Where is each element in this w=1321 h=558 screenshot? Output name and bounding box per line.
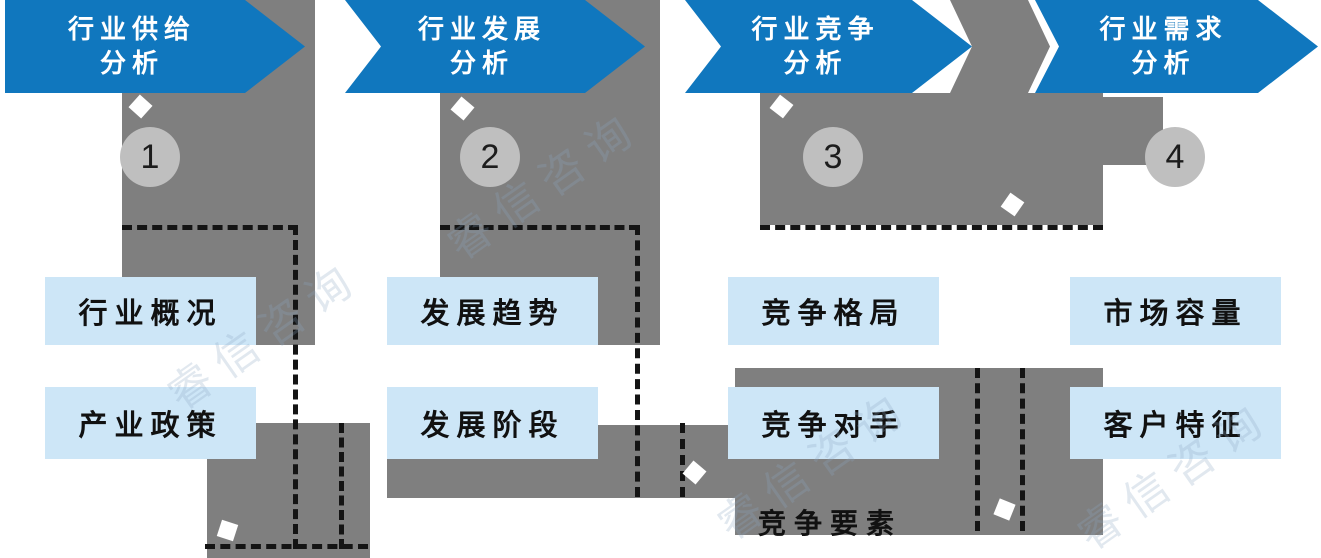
chevron-step-1: 行业供给 分析 <box>5 0 305 93</box>
chevron-label-4: 行业需求 分析 <box>1079 13 1273 81</box>
dashed-line-h-col3 <box>760 225 1103 230</box>
chevron-label-line: 分析 <box>783 48 848 79</box>
chevron-step-3: 行业竞争 分析 <box>685 0 972 93</box>
dashed-line-v6 <box>1020 368 1025 531</box>
box-development-stage: 发展阶段 <box>387 387 598 459</box>
step-number-text: 2 <box>480 137 500 176</box>
chevron-label-1: 行业供给 分析 <box>68 13 242 81</box>
chevron-label-line: 行业竞争 <box>751 14 880 45</box>
dashed-line-h-col2 <box>440 225 639 230</box>
dashed-line-v2 <box>339 423 344 549</box>
dashed-line-v5 <box>975 368 980 531</box>
chevron-label-3: 行业竞争 分析 <box>731 13 925 81</box>
dashed-line-v3 <box>635 225 640 497</box>
step-number-3: 3 <box>803 127 863 187</box>
dashed-line-h-col1 <box>122 225 298 230</box>
chevron-label-line: 行业供给 <box>67 14 196 45</box>
box-customer-traits: 客户特征 <box>1070 387 1281 459</box>
step-number-text: 4 <box>1165 137 1185 176</box>
label-competition-factors: 竞争要素 <box>757 507 902 540</box>
dashed-line-v1 <box>293 225 298 549</box>
chevron-label-line: 行业发展 <box>417 14 546 45</box>
chevron-step-4: 行业需求 分析 <box>1035 0 1318 93</box>
chevron-label-line: 行业需求 <box>1099 14 1228 45</box>
step-number-4: 4 <box>1145 127 1205 187</box>
dashed-line-v4 <box>680 423 685 497</box>
box-competition-landscape: 竞争格局 <box>728 277 939 345</box>
step-number-1: 1 <box>120 127 180 187</box>
step-number-text: 3 <box>823 137 843 176</box>
chevron-label-line: 分析 <box>99 48 164 79</box>
dashed-line-h-bottom-left <box>205 544 368 549</box>
box-industry-overview: 行业概况 <box>45 277 256 345</box>
chevron-label-2: 行业发展 分析 <box>398 13 592 81</box>
box-development-trend: 发展趋势 <box>387 277 598 345</box>
chevron-step-2: 行业发展 分析 <box>345 0 645 93</box>
box-industry-policy: 产业政策 <box>45 387 256 459</box>
box-market-capacity: 市场容量 <box>1070 277 1281 345</box>
step-number-text: 1 <box>140 137 160 176</box>
chevron-label-line: 分析 <box>1131 48 1196 79</box>
chevron-label-line: 分析 <box>449 48 514 79</box>
step-number-2: 2 <box>460 127 520 187</box>
box-competitors: 竞争对手 <box>728 387 939 459</box>
